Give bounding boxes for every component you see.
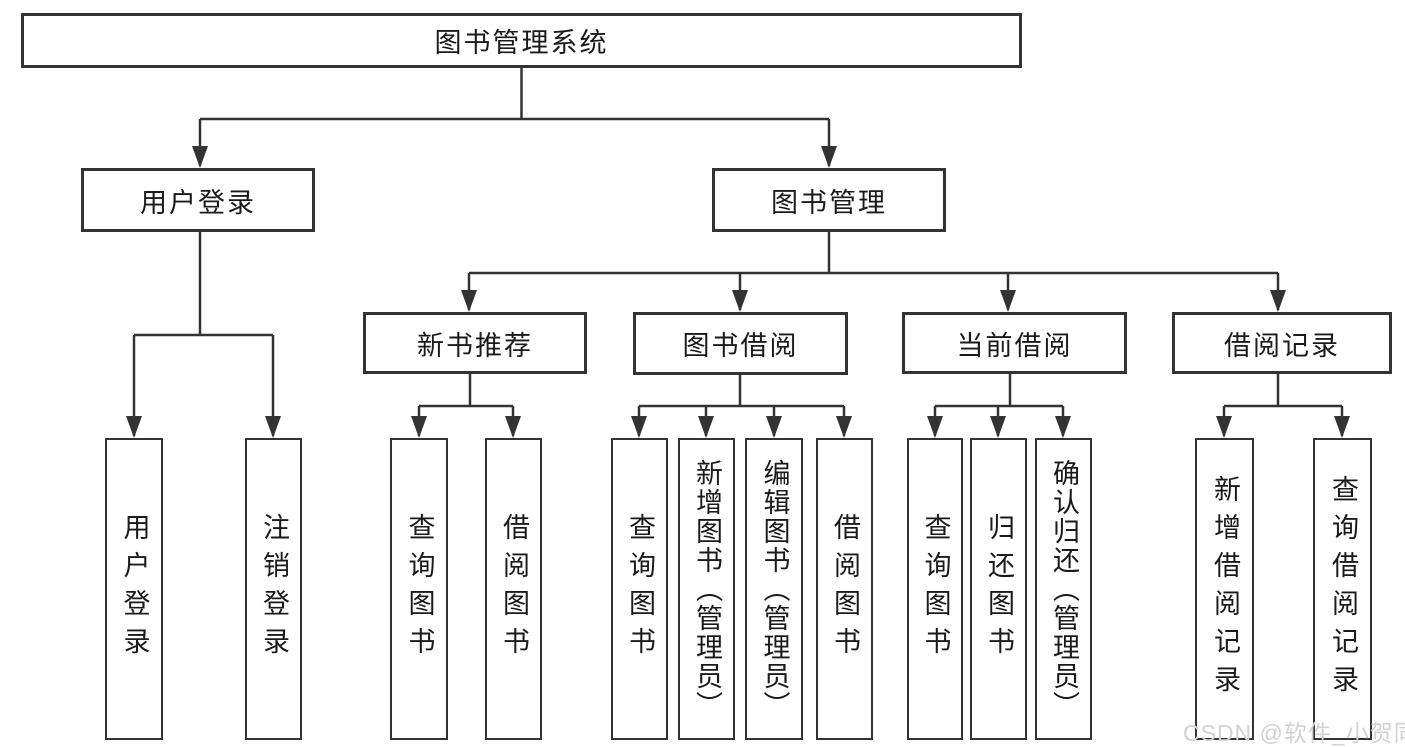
- leaf-logout: 注销登录: [245, 438, 302, 740]
- leaf-label: 查询图书: [625, 513, 655, 665]
- node-book-borrow: 图书借阅: [633, 312, 848, 375]
- leaf-borrow-books: 借阅图书: [816, 438, 873, 740]
- leaf-query-borrow-record: 查询借阅记录: [1313, 438, 1372, 740]
- node-label: 用户登录: [140, 187, 256, 218]
- node-borrow-records: 借阅记录: [1172, 312, 1392, 374]
- node-book-management: 图书管理: [712, 168, 946, 232]
- node-label: 借阅记录: [1224, 330, 1340, 361]
- leaf-label: 新增图书（管理员）: [692, 458, 722, 720]
- leaf-query-books-current: 查询图书: [907, 438, 963, 740]
- node-label: 图书管理: [771, 187, 887, 218]
- node-current-borrow: 当前借阅: [902, 312, 1127, 374]
- leaf-query-books-borrow: 查询图书: [611, 438, 668, 740]
- leaf-label: 注销登录: [259, 513, 289, 665]
- leaf-add-books-admin: 新增图书（管理员）: [678, 438, 735, 740]
- node-system-title: 图书管理系统: [21, 13, 1022, 68]
- leaf-edit-books-admin: 编辑图书（管理员）: [745, 438, 803, 740]
- leaf-label: 查询借阅记录: [1328, 475, 1358, 703]
- leaf-label: 归还图书: [984, 513, 1014, 665]
- leaf-borrow-books-recommend: 借阅图书: [485, 438, 542, 740]
- leaf-add-borrow-record: 新增借阅记录: [1195, 438, 1254, 740]
- leaf-label: 借阅图书: [830, 513, 860, 665]
- node-new-book-recommend: 新书推荐: [363, 312, 587, 374]
- csdn-watermark: CSDN @软件_小贺同学: [1183, 720, 1405, 746]
- leaf-query-books-recommend: 查询图书: [390, 438, 448, 740]
- leaf-return-books: 归还图书: [970, 438, 1027, 740]
- leaf-label: 借阅图书: [499, 513, 529, 665]
- leaf-label: 查询图书: [920, 513, 951, 665]
- leaf-label: 用户登录: [119, 513, 150, 665]
- leaf-label: 编辑图书（管理员）: [759, 458, 790, 720]
- node-label: 新书推荐: [417, 330, 533, 361]
- leaf-confirm-return-admin: 确认归还（管理员）: [1035, 438, 1092, 740]
- leaf-label: 新增借阅记录: [1210, 475, 1240, 703]
- node-label: 图书借阅: [682, 331, 799, 361]
- leaf-user-login: 用户登录: [105, 438, 163, 740]
- leaf-label: 确认归还（管理员）: [1049, 458, 1079, 720]
- node-label: 图书管理系统: [434, 28, 609, 58]
- node-user-login: 用户登录: [81, 168, 315, 232]
- node-label: 当前借阅: [956, 330, 1073, 361]
- leaf-label: 查询图书: [404, 513, 435, 665]
